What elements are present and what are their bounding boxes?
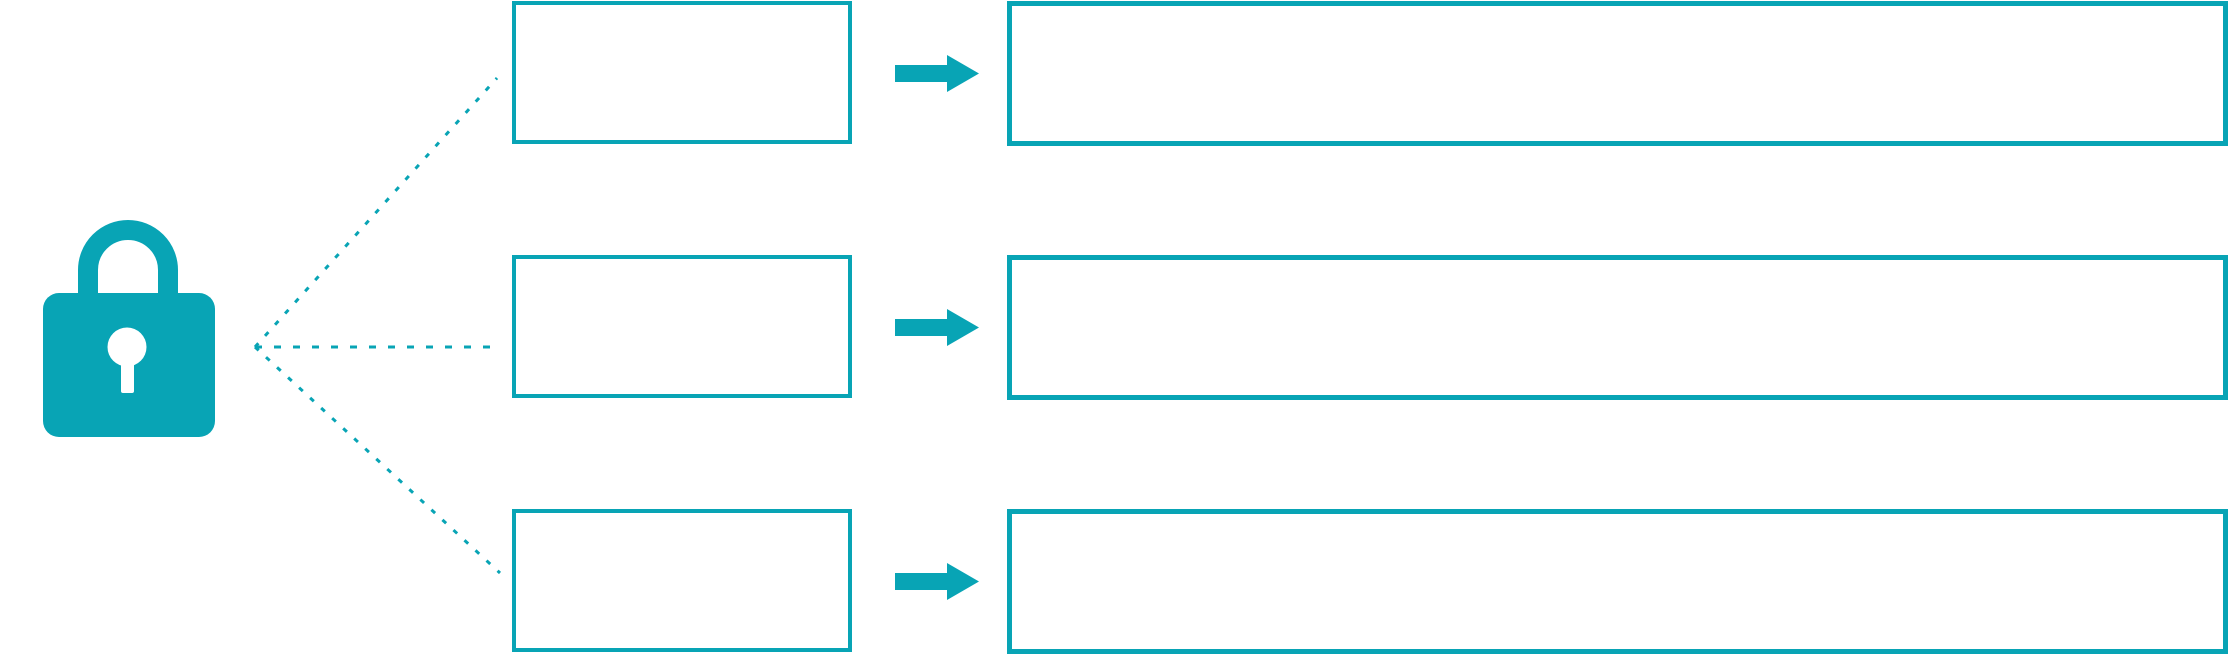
term-box-2 bbox=[512, 255, 852, 398]
description-box-2 bbox=[1007, 255, 2228, 400]
term-box-3 bbox=[512, 509, 852, 652]
connector-line-bottom bbox=[253, 345, 502, 575]
description-box-1 bbox=[1007, 1, 2228, 146]
arrow-right-icon-1 bbox=[895, 55, 979, 92]
arrow-right-icon-3 bbox=[895, 563, 979, 600]
description-box-3 bbox=[1007, 509, 2228, 654]
arrow-right-icon-2 bbox=[895, 309, 979, 346]
padlock-icon bbox=[38, 213, 218, 443]
term-box-1 bbox=[512, 1, 852, 144]
connector-line-top bbox=[253, 76, 499, 349]
